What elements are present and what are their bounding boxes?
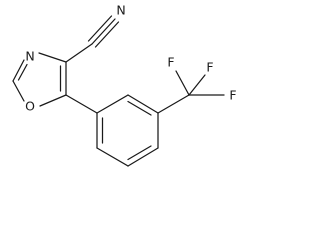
- atom-n-ring: N: [25, 49, 34, 64]
- atom-f-right: F: [229, 88, 236, 103]
- inner-bond-ar3-ar4: [127, 145, 152, 161]
- triple-bond-1: [91, 18, 116, 45]
- bond-c4-cn: [65, 43, 93, 63]
- triple-bond-3: [94, 21, 120, 48]
- bond-c2-n3: [12, 59, 25, 82]
- oxazole-ring: [12, 52, 67, 107]
- bond-ar3-ar4: [127, 147, 159, 167]
- bond-ar6-ar1: [96, 94, 129, 114]
- atom-n-nitrile: N: [116, 3, 125, 18]
- bond-c-f-left: [175, 70, 190, 96]
- bond-c5-phenyl: [65, 94, 98, 114]
- bond-c2-n3-inner: [17, 63, 28, 81]
- bond-c-f-top: [188, 74, 206, 96]
- nitrile-group: [65, 15, 120, 63]
- atom-f-top: F: [206, 60, 213, 75]
- atom-f-left: F: [167, 55, 174, 70]
- atom-o-ring: O: [25, 99, 35, 114]
- bond-n3-c4: [38, 52, 67, 63]
- inner-bond-ar5-ar6: [127, 100, 152, 116]
- oxazole-carbonitrile-structure: N O N F F F: [12, 3, 237, 167]
- bond-ar2-ar3: [96, 147, 129, 167]
- bond-ar5-cf3: [157, 94, 190, 114]
- benzene-ring: [96, 94, 159, 167]
- triple-bond-2: [87, 15, 113, 42]
- trifluoromethyl-group: [157, 70, 225, 114]
- bond-c5-o1: [39, 94, 67, 107]
- bond-o1-c2: [12, 80, 25, 102]
- bond-ar5-ar6: [127, 94, 159, 114]
